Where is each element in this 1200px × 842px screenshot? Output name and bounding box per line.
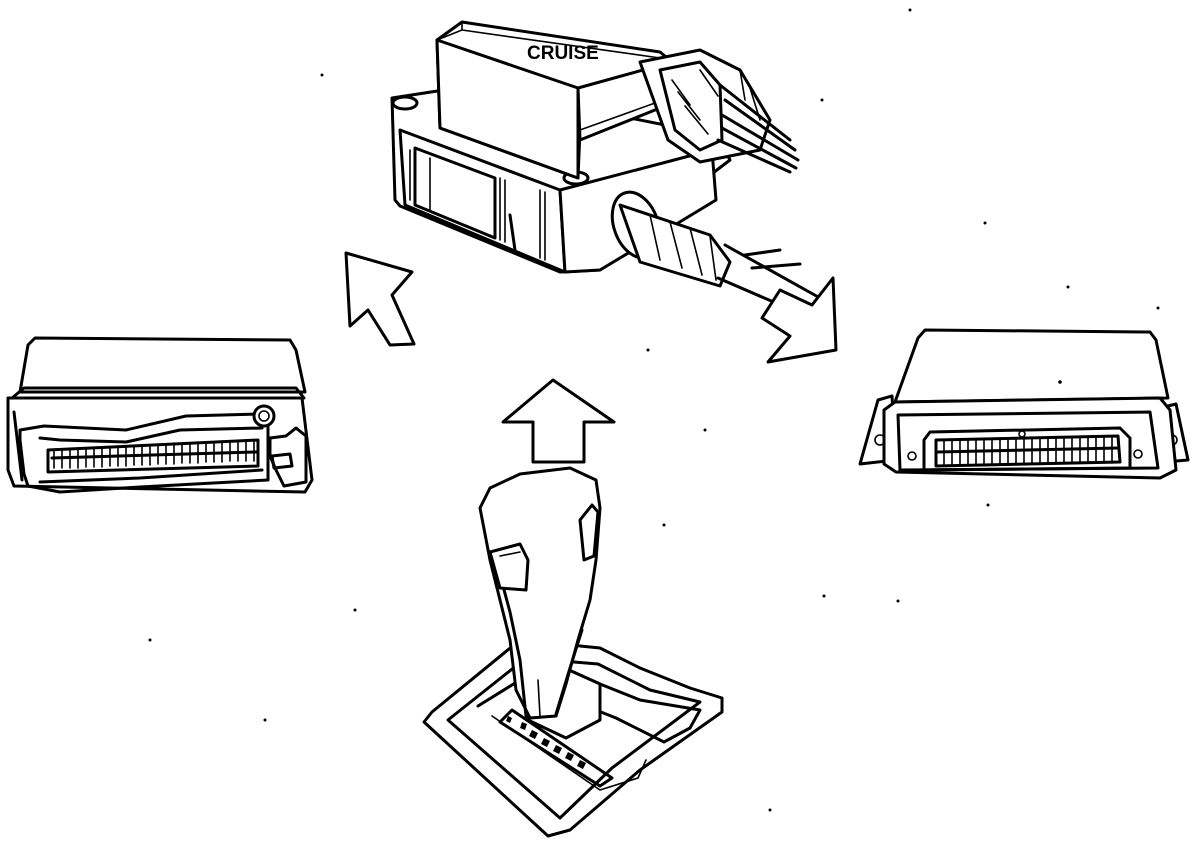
cruise-control-module-icon: CRUISE <box>390 20 822 318</box>
background-specks <box>148 8 1160 812</box>
arrow-up-right-icon <box>344 251 416 347</box>
gear-selector-lever-icon <box>422 466 724 838</box>
cruise-module-label: CRUISE <box>527 43 599 64</box>
engine-control-module-icon <box>6 336 314 494</box>
arrow-up-icon <box>501 378 616 464</box>
transmission-control-module-icon <box>858 328 1190 480</box>
arrow-down-right-icon <box>760 276 838 364</box>
